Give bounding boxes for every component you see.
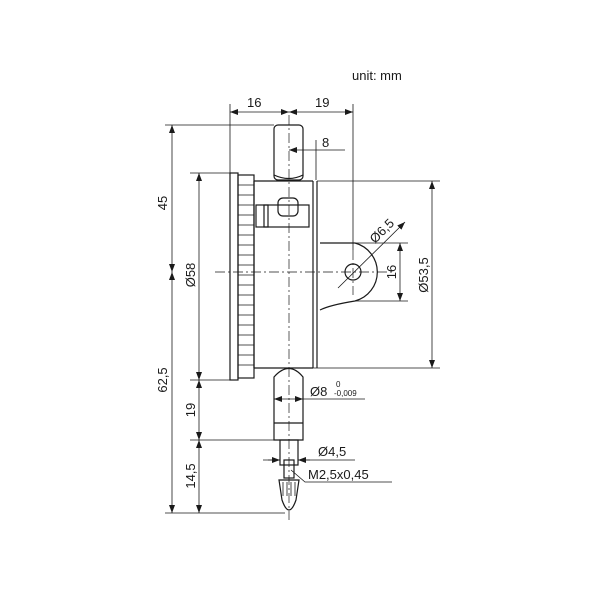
tol-upper: 0 xyxy=(336,380,341,389)
dim-45: 45 xyxy=(155,196,170,210)
dim-dia-6-5: Ø6,5 xyxy=(367,216,398,247)
dim-19-stem: 19 xyxy=(183,403,198,417)
dim-14-5: 14,5 xyxy=(183,463,198,488)
dim-dia-4-5: Ø4,5 xyxy=(318,444,346,459)
dim-16-top: 16 xyxy=(247,95,261,110)
thread-spec: M2,5x0,45 xyxy=(308,467,369,482)
dim-62-5: 62,5 xyxy=(155,367,170,392)
unit-label: unit: mm xyxy=(352,68,402,83)
dim-dia-8: Ø8 xyxy=(310,384,327,399)
dim-dia-58: Ø58 xyxy=(183,263,198,288)
dim-dia-53-5: Ø53,5 xyxy=(416,257,431,292)
dim-19-top: 19 xyxy=(315,95,329,110)
tol-lower: -0,009 xyxy=(334,389,357,398)
dim-8: 8 xyxy=(322,135,329,150)
knurl-lines xyxy=(238,184,254,366)
dim-16-lug: 16 xyxy=(384,265,399,279)
indicator-body xyxy=(229,124,378,511)
